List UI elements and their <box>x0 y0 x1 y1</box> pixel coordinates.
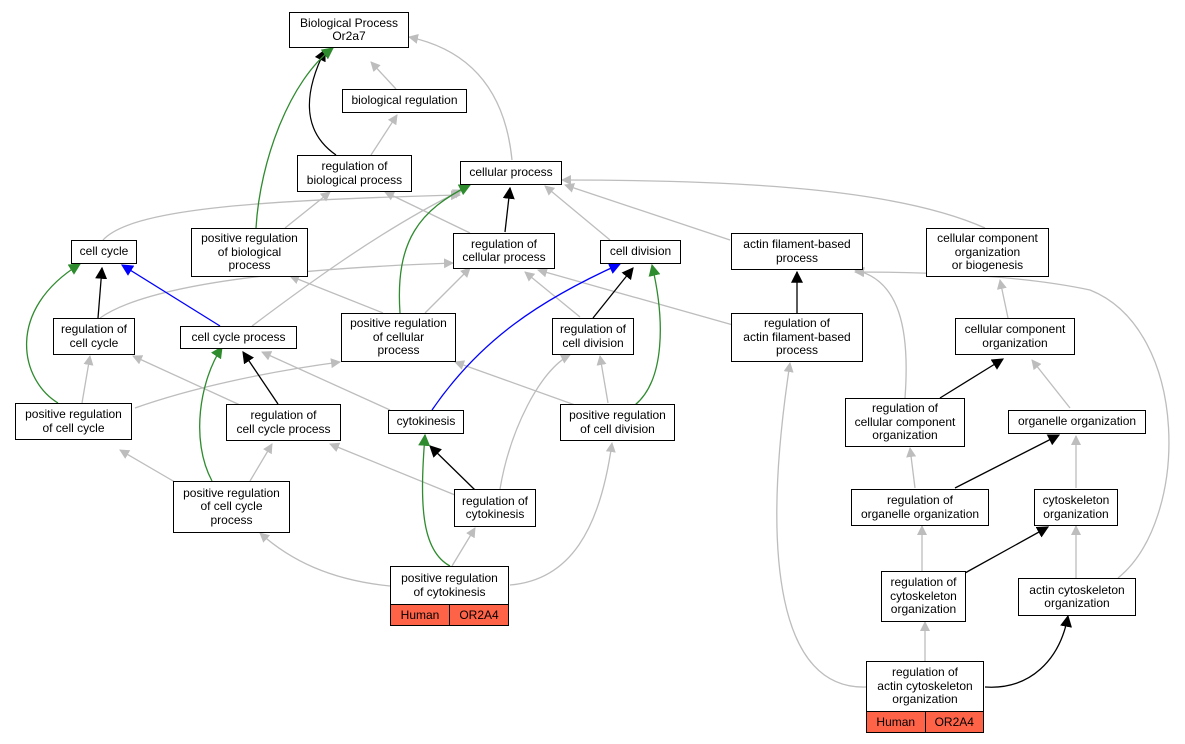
edge-black <box>242 351 279 405</box>
edge-grey <box>259 532 391 587</box>
edge-grey <box>544 185 611 241</box>
edge-grey <box>1031 359 1071 409</box>
node-positive-regulation-of-cell-cycle[interactable]: positive regulation of cell cycle <box>15 403 132 440</box>
edge-grey <box>329 442 456 496</box>
node-positive-regulation-of-cell-division[interactable]: positive regulation of cell division <box>560 404 675 441</box>
edge-black <box>939 358 1005 399</box>
node-regulation-of-organelle-organization[interactable]: regulation of organelle organization <box>851 489 989 526</box>
node-organelle-organization[interactable]: organelle organization <box>1008 410 1146 434</box>
edge-grey <box>537 267 734 326</box>
edge-grey <box>509 442 616 586</box>
node-positive-regulation-of-cellular-process[interactable]: positive regulation of cellular process <box>341 313 456 362</box>
edge-grey <box>561 175 986 229</box>
node-cellular-component-organization[interactable]: cellular component organization <box>955 318 1075 355</box>
edge-grey <box>424 267 471 314</box>
edge-grey <box>451 527 476 567</box>
node-biological-regulation[interactable]: biological regulation <box>342 89 467 113</box>
edge-black <box>592 267 634 319</box>
edge-grey <box>289 274 384 314</box>
node-regulation-of-cytokinesis[interactable]: regulation of cytokinesis <box>454 489 536 527</box>
node-cell-cycle-process[interactable]: cell cycle process <box>180 326 297 349</box>
edge-grey <box>81 355 94 404</box>
node-cellular-process[interactable]: cellular process <box>460 161 562 185</box>
node-actin-cytoskeleton-organization[interactable]: actin cytoskeleton organization <box>1018 578 1136 616</box>
edge-grey <box>384 191 471 234</box>
annotation-row-regulation-of-actin-cytoskeleton-organization: Human OR2A4 <box>866 711 984 733</box>
node-cytoskeleton-organization[interactable]: cytoskeleton organization <box>1034 489 1118 526</box>
edge-grey <box>261 351 391 411</box>
edge-black <box>95 266 108 319</box>
edge-grey <box>251 189 463 327</box>
node-regulation-of-cytoskeleton-organization[interactable]: regulation of cytoskeleton organization <box>881 571 966 622</box>
edge-grey <box>596 355 609 404</box>
edge-blue <box>431 262 622 411</box>
edge-green <box>255 47 334 229</box>
node-regulation-of-biological-process[interactable]: regulation of biological process <box>297 155 412 192</box>
edge-grey <box>370 114 398 156</box>
edge-green <box>634 263 661 406</box>
edge-grey <box>119 449 181 486</box>
edge-black <box>502 186 515 233</box>
edge-black <box>308 48 337 156</box>
edge-green <box>199 346 223 482</box>
node-cell-division[interactable]: cell division <box>600 240 681 264</box>
edge-green <box>418 433 451 567</box>
edge-grey <box>134 358 341 409</box>
node-actin-filament-based-process[interactable]: actin filament-based process <box>731 233 863 270</box>
node-biological-process-root[interactable]: Biological Process Or2a7 <box>289 12 409 48</box>
node-cellular-component-organization-or-biogenesis[interactable]: cellular component organization or bioge… <box>926 228 1049 277</box>
edge-grey <box>99 258 454 319</box>
edge-black <box>964 526 1050 574</box>
edge-black <box>984 614 1072 688</box>
annotation-row-positive-regulation-of-cytokinesis: Human OR2A4 <box>390 604 509 626</box>
edge-grey <box>906 447 917 489</box>
edge-black <box>954 434 1061 489</box>
edge-grey <box>564 183 731 241</box>
annotation-species[interactable]: Human <box>866 711 926 733</box>
node-regulation-of-cell-division[interactable]: regulation of cell division <box>552 318 634 355</box>
edge-black <box>429 445 476 491</box>
edge-grey <box>370 61 397 90</box>
annotation-species[interactable]: Human <box>390 604 450 626</box>
edge-grey <box>132 355 241 406</box>
edge-grey <box>454 360 576 406</box>
edge-grey <box>776 362 867 688</box>
edge-grey <box>499 354 571 490</box>
node-regulation-of-cellular-process[interactable]: regulation of cellular process <box>453 233 555 269</box>
edge-grey <box>284 191 331 229</box>
node-regulation-of-actin-filament-based-process[interactable]: regulation of actin filament-based proce… <box>731 313 863 362</box>
edge-green <box>398 184 472 314</box>
node-cell-cycle[interactable]: cell cycle <box>71 240 137 264</box>
annotation-gene[interactable]: OR2A4 <box>925 711 984 733</box>
annotation-gene[interactable]: OR2A4 <box>450 604 509 626</box>
edge-grey <box>854 267 907 399</box>
edge-grey <box>408 33 513 161</box>
node-positive-regulation-of-cell-cycle-process[interactable]: positive regulation of cell cycle proces… <box>173 481 290 533</box>
node-positive-regulation-of-biological-process[interactable]: positive regulation of biological proces… <box>191 228 308 277</box>
node-regulation-of-actin-cytoskeleton-organization[interactable]: regulation of actin cytoskeleton organiz… <box>866 661 984 712</box>
edge-grey <box>102 190 461 241</box>
node-positive-regulation-of-cytokinesis[interactable]: positive regulation of cytokinesis <box>390 566 509 605</box>
node-regulation-of-cell-cycle-process[interactable]: regulation of cell cycle process <box>226 404 341 441</box>
edge-green <box>25 263 82 404</box>
node-cytokinesis[interactable]: cytokinesis <box>388 410 464 434</box>
edge-grey <box>249 443 273 482</box>
edge-grey <box>524 271 581 318</box>
node-regulation-of-cellular-component-organization[interactable]: regulation of cellular component organiz… <box>845 398 965 447</box>
node-regulation-of-cell-cycle[interactable]: regulation of cell cycle <box>53 318 135 355</box>
edge-blue <box>120 264 221 327</box>
edge-grey <box>996 279 1009 319</box>
